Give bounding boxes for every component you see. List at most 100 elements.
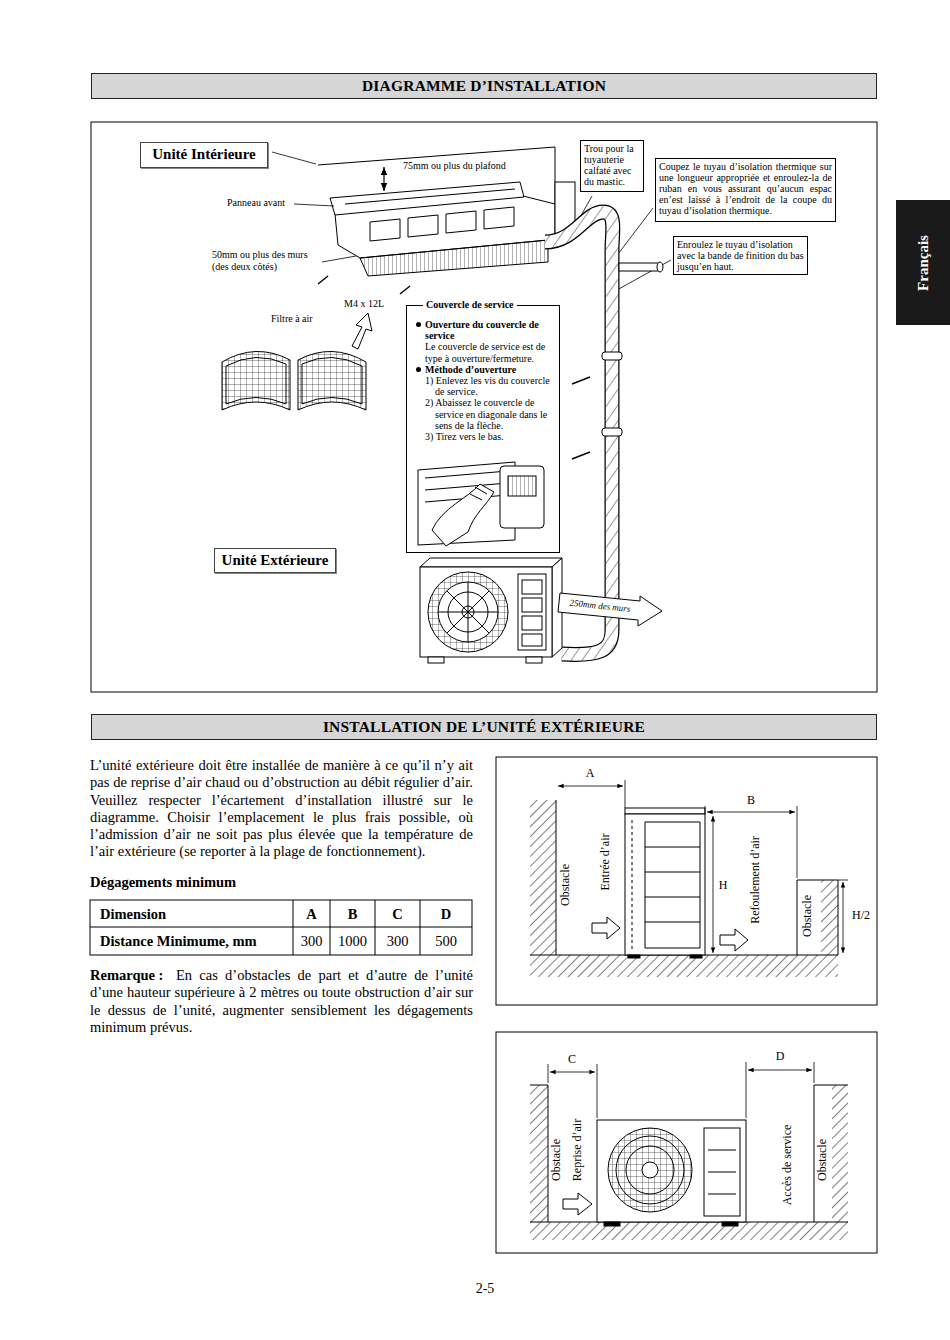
node-text: 1) Enlevez les vis du couvercle de servi… [415,375,553,397]
outdoor-unit [522,616,542,630]
unit-label: Unité Extérieure [214,548,336,573]
body-text: L’unité extérieure doit être installée d… [90,757,473,861]
clearance-front-view [616,1136,684,1204]
dimension-letter: A [586,767,595,781]
clearance-front-view [496,1032,877,1253]
indoor-unit [408,215,438,237]
outdoor-unit [518,574,546,650]
clearance-front-view [530,1085,548,1222]
table-grid [375,900,376,955]
air-filter [302,357,362,404]
dimension-line [746,1062,747,1118]
obstacle-label: Obstacle [559,864,573,906]
drain-pipe [619,262,663,272]
outdoor-unit [428,657,444,663]
part-name: Panneau avant [227,197,285,209]
clearance-side-view [720,929,748,951]
indoor-unit [318,147,575,276]
table-cell: 1000 [338,933,367,950]
table-cell: Distance Minimume, mm [100,933,257,950]
diagram-frame [91,122,877,692]
dimension-line [843,882,844,953]
clearance-front-view [496,1032,877,1253]
node-text: Unité Intérieure [146,146,262,163]
clearance-front-view [704,1128,740,1216]
node-text: DIAGRAMME D’INSTALLATION [98,77,870,95]
dimension-line [797,806,798,878]
clearance-front-view [597,1120,746,1222]
part-name: M4 x 12L [344,298,384,310]
leader-line [272,152,316,164]
dimension-note: 250mm des murs [569,598,631,615]
dimension-line [550,1072,595,1073]
clearance-side-view [645,822,700,948]
table-grid [90,900,472,955]
clearance-side-view [625,808,705,814]
screw [400,286,410,294]
clearance-side-view [628,955,640,958]
indoor-unit [370,219,400,241]
table-title: Dégagements minimum [90,874,236,891]
clearance-side-view [496,757,877,1005]
callout-note: Enroulez le tuyau d’isolation avec la ba… [673,236,808,275]
dimension-letter: C [568,1053,576,1067]
service-cover-panel: Couvercle de serviceOuverture du couverc… [406,305,560,553]
service-cover-illustration [500,466,544,528]
table-grid [293,900,294,955]
clearance-front-view [626,1146,674,1194]
section-heading: INSTALLATION DE L’UNITÉ EXTÉRIEURE [91,714,877,740]
table-grid [90,927,472,928]
table-grid [90,900,472,955]
table-cell: 300 [387,933,409,950]
clearance-front-view [832,1085,848,1222]
callout-note: Coupez le tuyau d’isolation thermique su… [655,158,836,222]
air-filter [222,351,366,410]
clearance-front-view [608,1128,692,1212]
dimension-line [548,1064,549,1083]
dimension-line [713,816,714,953]
airflow-label: Refoulement d’air [749,836,763,924]
node-text: Ouverture du couvercle de service [415,319,553,341]
dimension-line [548,1062,814,1118]
outdoor-unit [522,634,542,646]
clearance-front-view [530,1085,548,1222]
node-text: Unité Extérieure [220,552,330,569]
service-cover-illustration [418,462,544,546]
bullet [416,322,421,327]
airflow-label: Reprise d’air [571,1119,585,1181]
dimension-line [814,1062,815,1083]
leader-line [294,204,334,206]
node-text: 3) Tirez vers le bas. [415,431,553,442]
leader-line [617,260,671,290]
hollow-arrow [352,313,372,349]
outdoor-unit [438,582,498,642]
node-text: 2) Abaissez le couvercle de service en d… [415,397,553,431]
table-cell: 300 [301,933,323,950]
service-cover-illustration [508,476,536,496]
note-heading: Remarque : [90,967,163,984]
clearance-front-view [708,1150,736,1194]
outdoor-unit [420,558,562,663]
node-text: Trou pour la tuyauterie calfaté avec du … [584,143,640,187]
screw [572,377,590,384]
clearance-side-view [592,917,620,939]
outdoor-unit [438,582,498,642]
clearance-arrow [558,593,662,626]
dimension-letter: H/2 [852,909,870,923]
obstacle-label: Obstacle [550,1139,564,1181]
indoor-unit [446,211,476,233]
part-name: Filtre à air [271,313,313,325]
outdoor-unit [522,598,542,612]
indoor-unit [360,240,548,276]
clearance-side-view [556,800,557,955]
dimension-line [707,812,795,813]
indoor-unit [345,189,515,204]
pipe-clip [602,428,622,436]
clearance-arrow [383,167,384,191]
clearance-front-view [722,1222,738,1226]
table-cell: C [392,905,402,922]
section-heading: DIAGRAMME D’INSTALLATION [91,73,877,99]
clearance-side-view [530,800,556,955]
dimension-line [748,1070,812,1071]
